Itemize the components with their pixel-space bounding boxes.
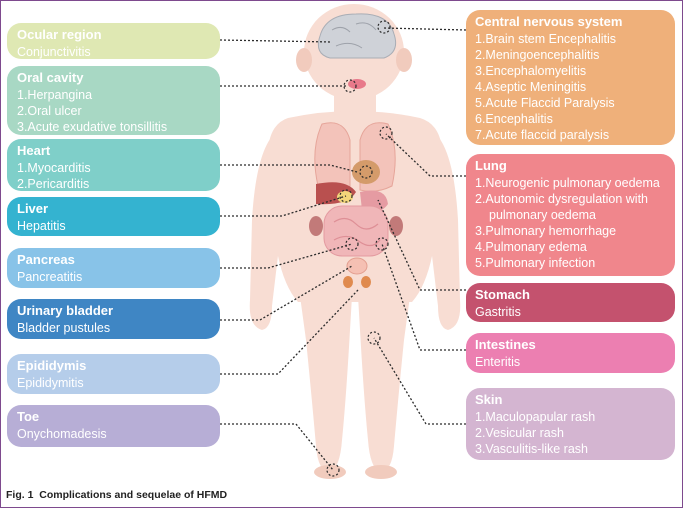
oral-cavity-item: 3.Acute exudative tonsillitis	[17, 120, 168, 134]
epididymis-title: Epididymis	[17, 358, 87, 373]
connector-bladder	[220, 265, 353, 321]
liver-title: Liver	[17, 201, 49, 216]
connector-epididymis	[220, 289, 359, 375]
ocular-region-item: Conjunctivitis	[17, 45, 91, 59]
toe-item: Onychomadesis	[17, 427, 107, 441]
lung-item: 1.Neurogenic pulmonary oedema	[475, 176, 660, 190]
connector-cns	[383, 27, 467, 31]
ocular-region-title: Ocular region	[17, 27, 102, 42]
toe-box: Toe Onychomadesis	[7, 405, 220, 447]
oral-cavity-item: 1.Herpangina	[17, 88, 93, 102]
figure-caption-label: Fig. 1	[6, 489, 34, 501]
epididymis-item: Epididymitis	[17, 376, 84, 390]
lung-item: 4.Pulmonary edema	[475, 240, 587, 254]
connector-heart	[220, 164, 358, 173]
heart-item: 1.Myocarditis	[17, 161, 91, 175]
skin-item: 1.Maculopapular rash	[475, 410, 596, 424]
figure-caption-text: Complications and sequelae of HFMD	[39, 489, 228, 501]
stomach-title: Stomach	[475, 287, 530, 302]
connector-pancreas	[220, 243, 353, 269]
lung-item: 3.Pulmonary hemorrhage	[475, 224, 617, 238]
figure-caption: Fig. 1 Complications and sequelae of HFM…	[6, 489, 227, 501]
urinary-bladder-item: Bladder pustules	[17, 321, 111, 335]
urinary-bladder-title: Urinary bladder	[17, 303, 114, 318]
stomach-box: Stomach Gastritis	[466, 283, 675, 322]
central-nervous-system-box: Central nervous system 1.Brain stem Ence…	[466, 10, 675, 145]
connector-liver	[220, 195, 347, 217]
oral-cavity-title: Oral cavity	[17, 70, 84, 85]
cns-item: 5.Acute Flaccid Paralysis	[475, 96, 615, 110]
ocular-region-box: Ocular region Conjunctivitis	[7, 23, 220, 59]
heart-title: Heart	[17, 143, 51, 158]
skin-box: Skin 1.Maculopapular rash 2.Vesicular ra…	[466, 388, 675, 460]
lung-box: Lung 1.Neurogenic pulmonary oedema 2.Aut…	[466, 154, 675, 276]
heart-item: 2.Pericarditis	[17, 177, 90, 191]
connector-lung	[385, 133, 466, 177]
pancreas-box: Pancreas Pancreatitis	[7, 248, 220, 288]
oral-cavity-box: Oral cavity 1.Herpangina 2.Oral ulcer 3.…	[7, 66, 220, 135]
connector-skin	[373, 337, 466, 425]
cns-item: 6.Encephalitis	[475, 112, 553, 126]
skin-title: Skin	[475, 392, 503, 407]
cns-item: 4.Aseptic Meningitis	[475, 80, 587, 94]
stomach-item: Gastritis	[475, 305, 521, 319]
intestines-title: Intestines	[475, 337, 536, 352]
cns-title: Central nervous system	[475, 14, 623, 29]
connector-intestines	[381, 243, 466, 351]
skin-item: 2.Vesicular rash	[475, 426, 564, 440]
pancreas-title: Pancreas	[17, 252, 75, 267]
cns-item: 1.Brain stem Encephalitis	[475, 32, 617, 46]
cns-item: 3.Encephalomyelitis	[475, 64, 587, 78]
intestines-item: Enteritis	[475, 355, 521, 369]
lung-item: 2.Autonomic dysregulation with	[475, 192, 649, 206]
pancreas-item: Pancreatitis	[17, 270, 83, 284]
heart-box: Heart 1.Myocarditis 2.Pericarditis	[7, 139, 220, 191]
toe-title: Toe	[17, 409, 40, 424]
oral-cavity-item: 2.Oral ulcer	[17, 104, 82, 118]
liver-box: Liver Hepatitis	[7, 197, 220, 236]
epididymis-box: Epididymis Epididymitis	[7, 354, 220, 394]
urinary-bladder-box: Urinary bladder Bladder pustules	[7, 299, 220, 339]
connector-ocular	[219, 39, 333, 43]
lung-item: 5.Pulmonary infection	[475, 256, 596, 270]
lung-item: pulmonary oedema	[489, 208, 597, 222]
liver-item: Hepatitis	[17, 219, 66, 233]
connector-toe	[220, 423, 334, 471]
cns-item: 7.Acute flaccid paralysis	[475, 128, 610, 142]
organs	[309, 13, 403, 288]
lung-title: Lung	[475, 158, 507, 173]
connector-stomach	[377, 199, 466, 291]
cns-item: 2.Meningoencephalitis	[475, 48, 600, 62]
intestines-box: Intestines Enteritis	[466, 333, 675, 373]
skin-item: 3.Vasculitis-like rash	[475, 442, 589, 456]
